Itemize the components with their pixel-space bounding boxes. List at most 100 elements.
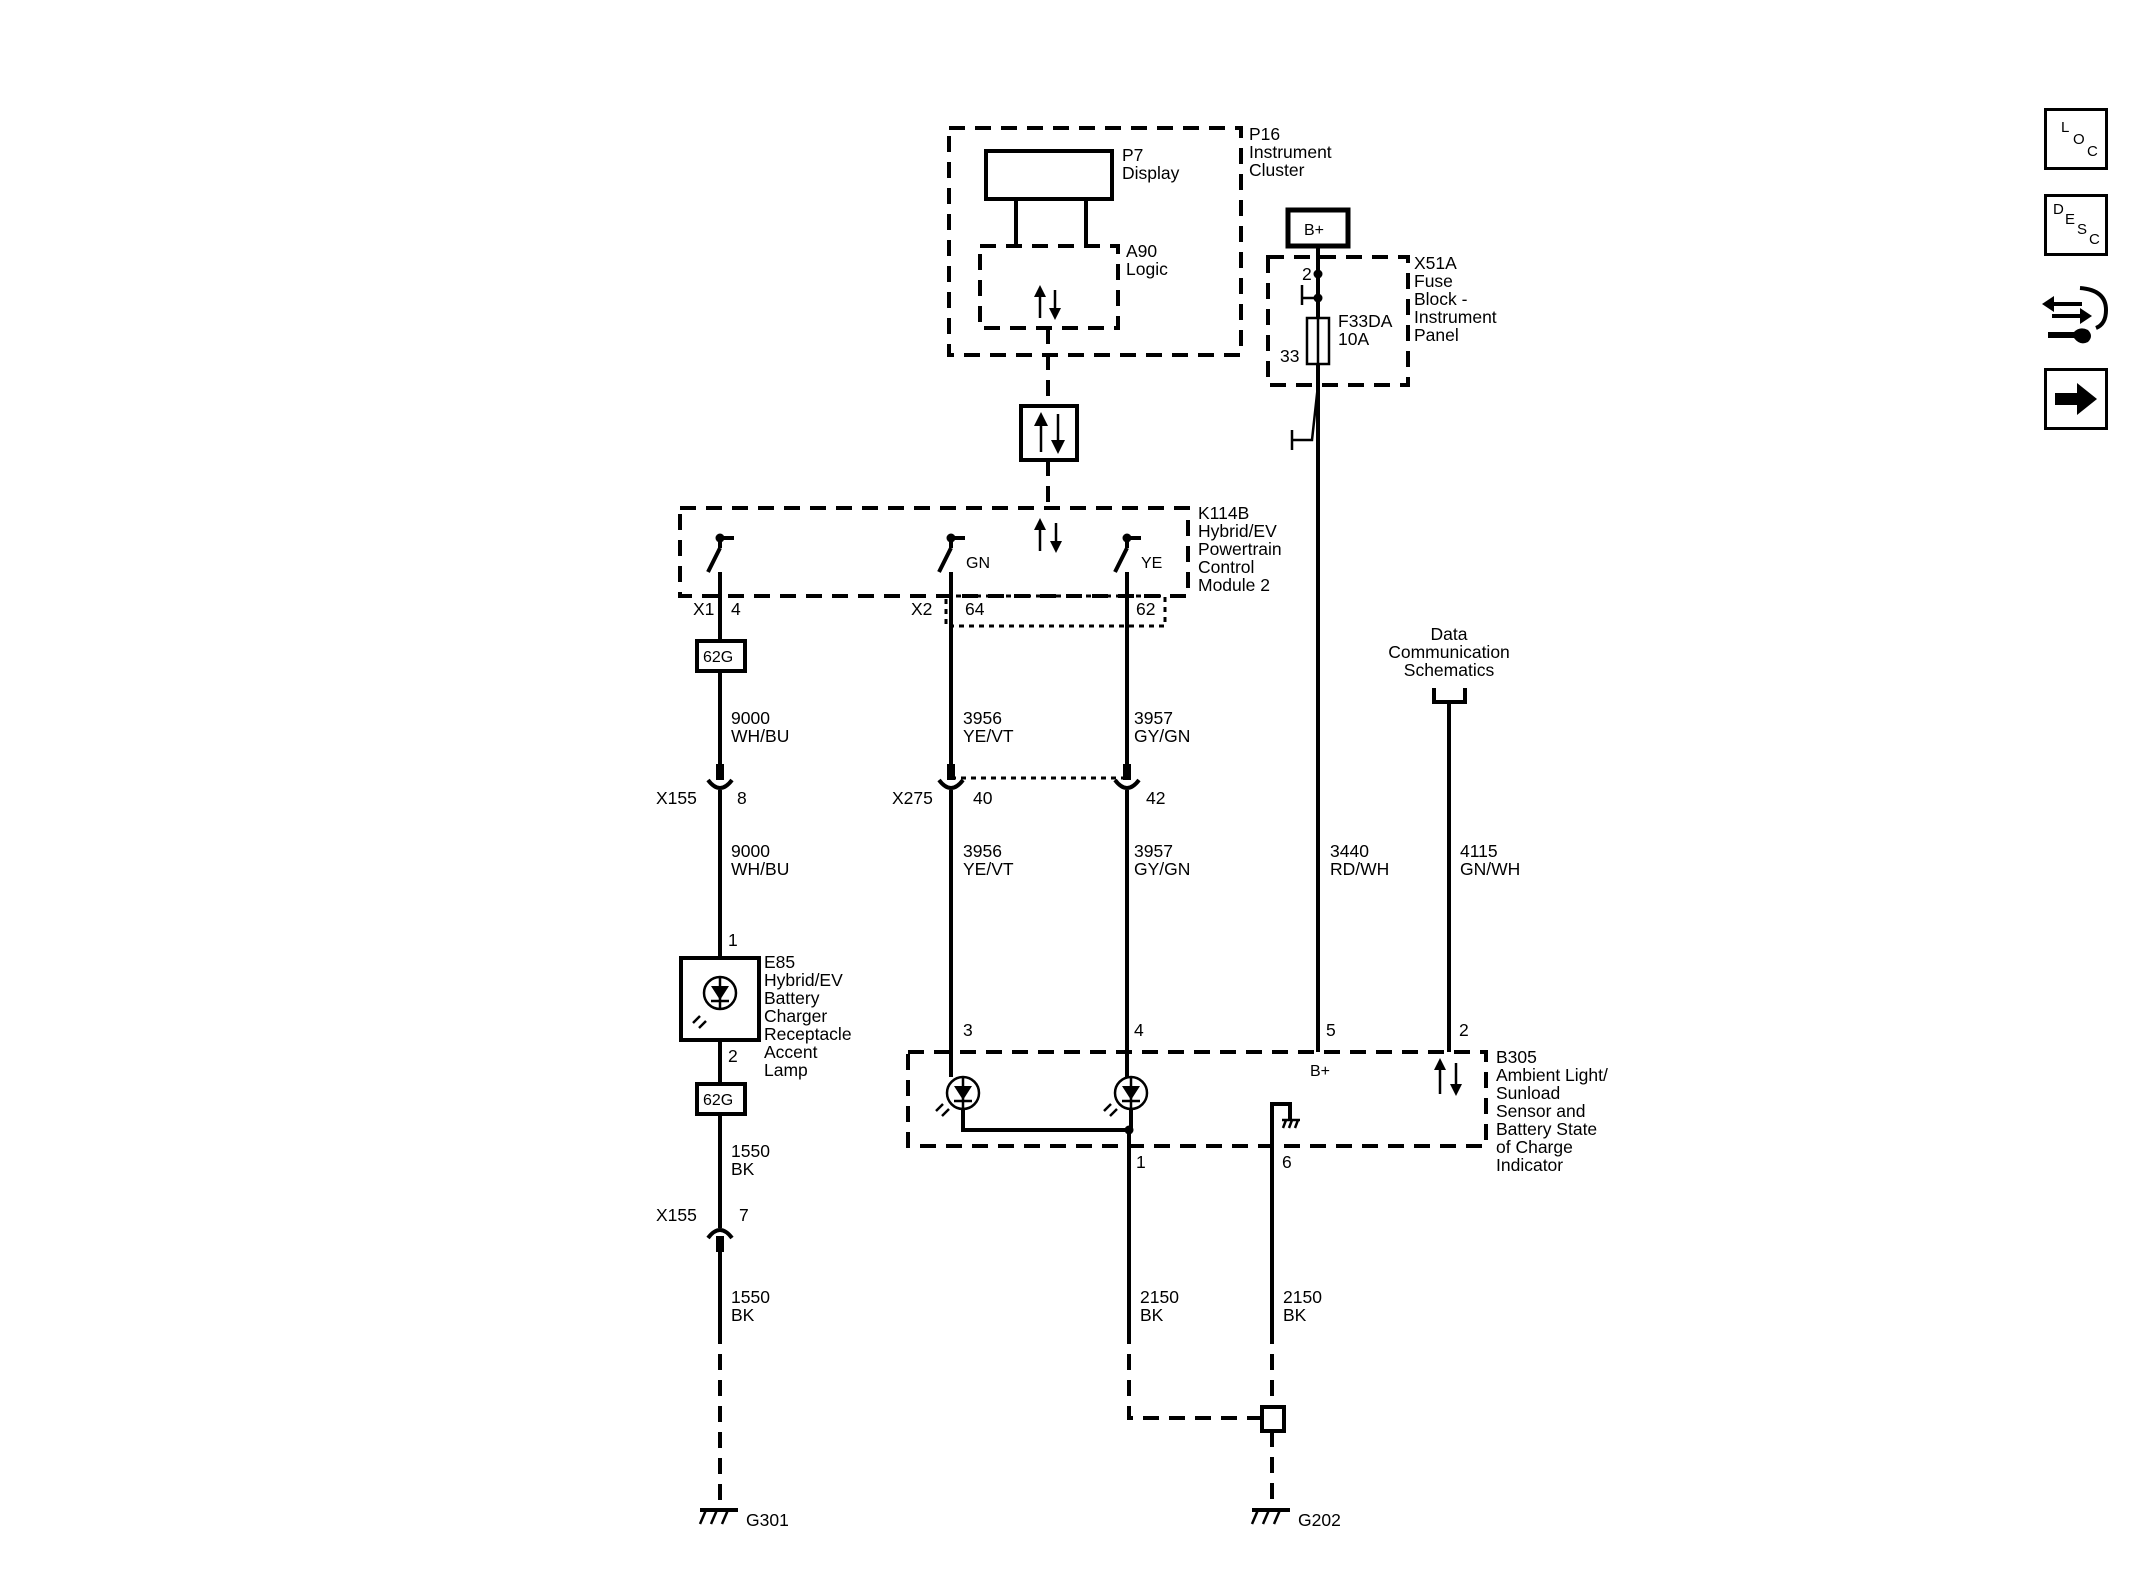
desc-letter-c: C xyxy=(2089,231,2100,248)
k114b-gn-tag: GN xyxy=(966,555,990,572)
x155-pin-8: 8 xyxy=(737,788,747,808)
chassis-ground-icon xyxy=(1270,1102,1300,1168)
x2-pin-62: 62 xyxy=(1136,599,1155,619)
location-button[interactable]: L O C xyxy=(2044,108,2108,170)
x275-label: X275 xyxy=(892,788,933,808)
diagnostic-button[interactable] xyxy=(2040,280,2112,348)
e85-name-5: Accent xyxy=(764,1042,818,1062)
b305-id: B305 xyxy=(1496,1047,1537,1067)
b305-sensor-box xyxy=(906,1050,1488,1148)
data-comm-reference-bracket[interactable] xyxy=(1432,688,1467,704)
x51a-pin-33: 33 xyxy=(1280,346,1299,366)
wire-3957-lower-circuit: 3957 xyxy=(1134,841,1173,861)
k114b-driver-switch-1 xyxy=(706,533,734,573)
x51a-fuse-block-box xyxy=(1266,255,1410,387)
x275-pin42-connector xyxy=(1113,778,1141,790)
wire-1550-lower-circuit: 1550 xyxy=(731,1287,770,1307)
e85-name-2: Battery xyxy=(764,988,820,1008)
k114b-data-arrows-icon xyxy=(1034,518,1062,553)
wire-3956-lower-color: YE/VT xyxy=(963,859,1014,879)
wire-2150-right-circuit: 2150 xyxy=(1283,1287,1322,1307)
fuse-f33da-id: F33DA xyxy=(1338,311,1393,331)
p7-id: P7 xyxy=(1122,145,1143,165)
wire-1550-lower-color: BK xyxy=(731,1305,755,1325)
splice-62g-upper-label: 62G xyxy=(703,649,733,666)
battery-bplus-icon xyxy=(1285,207,1351,249)
wire-2150-left-color: BK xyxy=(1140,1305,1164,1325)
p16-instrument-cluster-box xyxy=(947,126,1243,357)
ground-g202-label: G202 xyxy=(1298,1510,1341,1530)
b305-pin-6: 6 xyxy=(1282,1152,1292,1172)
wire-9000-upper-circuit: 9000 xyxy=(731,708,770,728)
next-arrow-icon xyxy=(2055,383,2097,415)
b305-name-5: of Charge xyxy=(1496,1137,1573,1157)
b305-name-1: Ambient Light/ xyxy=(1496,1065,1608,1085)
wire-4115-circuit: 4115 xyxy=(1460,841,1498,861)
x1-pin-4: 4 xyxy=(731,599,741,619)
next-button[interactable] xyxy=(2044,368,2108,430)
wire-3956-upper-circuit: 3956 xyxy=(963,708,1002,728)
serial-data-icon xyxy=(1019,404,1079,462)
x51a-name-1: Fuse xyxy=(1414,271,1453,291)
x2-label: X2 xyxy=(911,599,932,619)
k114b-ye-tag: YE xyxy=(1141,555,1162,572)
e85-pin-2: 2 xyxy=(728,1046,738,1066)
x155-upper-label: X155 xyxy=(656,788,697,808)
b305-name-4: Battery State xyxy=(1496,1119,1597,1139)
ground-g301-label: G301 xyxy=(746,1510,789,1530)
x275-pin-42: 42 xyxy=(1146,788,1165,808)
x2-pin-64: 64 xyxy=(965,599,985,619)
e85-name-3: Charger xyxy=(764,1006,827,1026)
x1-label: X1 xyxy=(693,599,714,619)
k114b-name-1: Hybrid/EV xyxy=(1198,521,1277,541)
data-arrows-icon xyxy=(1034,285,1061,320)
e85-name-6: Lamp xyxy=(764,1060,808,1080)
wire-3957-upper-color: GY/GN xyxy=(1134,726,1190,746)
a90-id: A90 xyxy=(1126,241,1157,261)
b305-name-2: Sunload xyxy=(1496,1083,1560,1103)
ground-splice-box xyxy=(1260,1405,1286,1433)
x51a-pin-2: 2 xyxy=(1302,264,1312,284)
e85-id: E85 xyxy=(764,952,795,972)
e85-name-4: Receptacle xyxy=(764,1024,852,1044)
p16-id: P16 xyxy=(1249,124,1280,144)
k114b-driver-switch-3 xyxy=(1113,533,1141,573)
loc-letter-c: C xyxy=(2087,143,2098,160)
loc-letter-o: O xyxy=(2073,131,2085,148)
a90-logic-box xyxy=(978,244,1120,330)
b305-name-6: Indicator xyxy=(1496,1155,1563,1175)
data-arrows-icon xyxy=(1434,1058,1462,1096)
wire-3440-circuit: 3440 xyxy=(1330,841,1369,861)
wire-2150-left-circuit: 2150 xyxy=(1140,1287,1179,1307)
diagnostic-icon xyxy=(2042,286,2109,344)
b305-pin-1: 1 xyxy=(1136,1152,1146,1172)
led-icon xyxy=(692,975,738,1029)
data-comm-line-2: Communication xyxy=(1388,642,1510,662)
data-comm-line-1: Data xyxy=(1431,624,1468,644)
led-icon xyxy=(1103,1075,1149,1117)
wire-3956-lower-circuit: 3956 xyxy=(963,841,1002,861)
wire-3440-color: RD/WH xyxy=(1330,859,1389,879)
loc-letter-l: L xyxy=(2061,119,2070,136)
k114b-name-2: Powertrain xyxy=(1198,539,1282,559)
b305-name-3: Sensor and xyxy=(1496,1101,1586,1121)
wire-4115-color: GN/WH xyxy=(1460,859,1520,879)
description-button[interactable]: D E S C xyxy=(2044,194,2108,256)
x155-pin7-connector xyxy=(706,1228,734,1240)
wire-3956-upper-color: YE/VT xyxy=(963,726,1014,746)
wire-9000-lower-circuit: 9000 xyxy=(731,841,770,861)
b305-pin-2: 2 xyxy=(1459,1020,1469,1040)
k114b-id: K114B xyxy=(1198,503,1249,523)
wire-9000-upper-color: WH/BU xyxy=(731,726,789,746)
k114b-name-4: Module 2 xyxy=(1198,575,1270,595)
x51a-id: X51A xyxy=(1414,253,1457,273)
wire-9000-lower-color: WH/BU xyxy=(731,859,789,879)
desc-letter-e: E xyxy=(2065,211,2076,228)
battery-bplus-label: B+ xyxy=(1304,222,1324,239)
splice-62g-lower-label: 62G xyxy=(703,1092,733,1109)
ground-g301-icon xyxy=(698,1508,738,1525)
x51a-name-2: Block - xyxy=(1414,289,1468,309)
wire-1550-upper-color: BK xyxy=(731,1159,755,1179)
e85-name-1: Hybrid/EV xyxy=(764,970,843,990)
